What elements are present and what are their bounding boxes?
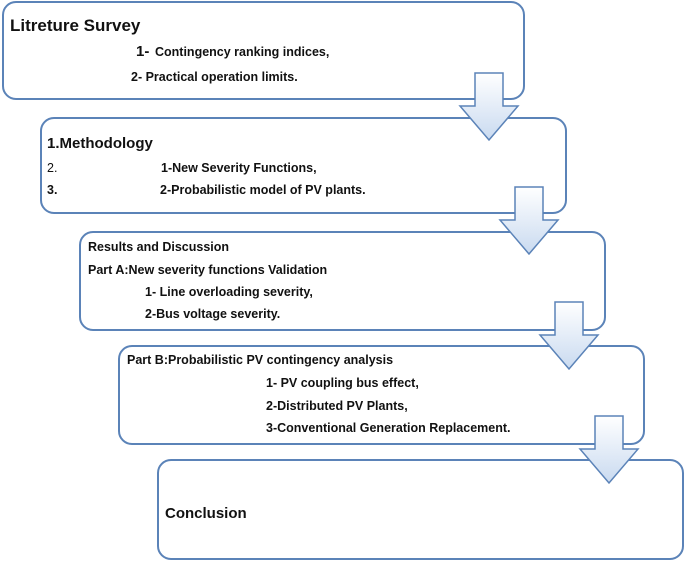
down-arrow-icon — [458, 72, 520, 142]
methodology-box — [40, 117, 567, 214]
part-b-title: Part B:Probabilistic PV contingency anal… — [127, 353, 394, 367]
down-arrow-icon — [578, 415, 640, 485]
literature-item-2: 2- Practical operation limits. — [131, 70, 298, 84]
part-b-item-3: 3-Conventional Generation Replacement. — [266, 421, 511, 435]
literature-item-1-text: Contingency ranking indices, — [155, 45, 330, 59]
methodology-number-3: 3. — [47, 183, 58, 197]
part-b-item-1: 1- PV coupling bus effect, — [266, 376, 419, 390]
methodology-title: 1.Methodology — [47, 135, 153, 152]
methodology-item-2: 2-Probabilistic model of PV plants. — [160, 183, 366, 197]
conclusion-title: Conclusion — [165, 505, 247, 522]
results-discussion-box — [79, 231, 606, 331]
literature-item-1-number: 1- — [136, 43, 150, 60]
part-b-box — [118, 345, 645, 445]
results-discussion-title: Results and Discussion — [88, 240, 230, 254]
results-item-2: 2-Bus voltage severity. — [145, 307, 281, 321]
methodology-number-2: 2. — [47, 161, 58, 175]
part-a-heading: Part A:New severity functions Validation — [88, 263, 328, 277]
down-arrow-icon — [538, 301, 600, 371]
results-item-1: 1- Line overloading severity, — [145, 285, 313, 299]
literature-survey-box — [2, 1, 525, 100]
conclusion-box — [157, 459, 684, 560]
part-b-item-2: 2-Distributed PV Plants, — [266, 399, 408, 413]
down-arrow-icon — [498, 186, 560, 256]
literature-survey-title: Litreture Survey — [10, 16, 141, 35]
methodology-item-1: 1-New Severity Functions, — [161, 161, 317, 175]
